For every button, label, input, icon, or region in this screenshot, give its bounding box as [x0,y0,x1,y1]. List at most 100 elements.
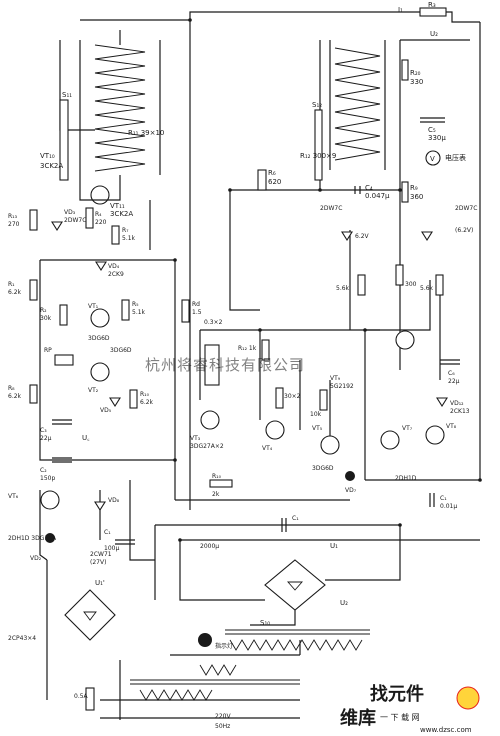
vt9-label: VT₉ [330,375,341,382]
r8-value: 6.2k [8,393,22,400]
r3-resistor [419,7,447,17]
c1a-value: 0.01μ [440,503,457,510]
vt1-type: 3DG6D [88,335,110,342]
rd-label: Rd [192,301,200,308]
brand-bottom: 维库 [340,707,376,729]
vt6-symbol [40,490,60,510]
c1-value: 100μ [104,545,119,552]
r8-label: R₈ [8,385,15,392]
r30-label: 30×2 [284,393,301,400]
c6-value: 22μ [448,378,460,385]
drive-transistors: VT₃ 3DG27A×2 30×2 VT₄ VT₅ 3DG6D VT₇ VT₈ … [190,330,457,472]
r2a-label: R₂ [40,307,47,314]
vt3-label: VT₃ [190,435,201,442]
c1-label: C₁ [104,529,111,536]
vt11-symbol [90,185,110,205]
wiring [39,11,481,720]
vt3-type: 3DG27A×2 [190,443,224,450]
c4-value: 0.047μ [365,192,390,200]
r2a-value: 30k [40,315,52,322]
u1-label: U₁ [330,542,338,550]
vt9-symbol [395,330,415,350]
r4-label: R₄ [95,211,102,218]
r20-label: R₂₀ [410,69,421,77]
s10-label: S₁₀ [260,619,270,627]
r7-resistor [111,225,120,245]
r300-label: 300 [405,281,417,288]
watermark-text: 杭州将睿科技有限公司 [145,356,305,374]
r7-value: 5.1k [122,235,136,242]
vd8-diode [94,501,106,512]
s11-label: S₁₁ [62,91,72,99]
vt6-type: 2DH1D 3DG12A [8,535,57,542]
vd10-vd11-zeners: 2DW7C 6.2V 2DW7C (6.2V) [320,205,477,242]
vd5-diode [109,397,121,408]
mains-label: 220V [215,713,231,720]
r560-resistor [357,274,366,296]
vt1-symbol [90,308,110,328]
r5-resistor [121,299,130,321]
r6-c4-r9-group: R₆ 620 C₄ 0.047μ R₉ 360 [257,169,423,203]
fuse-icon [85,687,95,711]
u2-label: U₂ [340,599,348,607]
vd7-type: 2DH1D [395,475,417,482]
r560b-label: 5.6k [420,285,434,292]
vd11-diode [421,231,433,242]
r7-label: R₇ [122,227,129,234]
r560b-resistor [435,274,444,296]
r1a-value: 6.2k [8,289,22,296]
c2-label: C₂ [40,467,47,474]
vd12-label: VD₁₂ [450,400,464,407]
c2000-group: C₁ 2000μ U₁ [200,515,338,550]
r10a-resistor [129,389,138,409]
r20-value: 330 [410,78,423,86]
r6-value: 620 [268,178,281,186]
parallel-resistors [204,344,220,386]
vd7-c1-r10-group: VD₇ 2DH1D C₁ 0.01μ R₁₀ 2k [209,471,457,510]
reference-group: R₁₃ 270 VD₃ 2DW7C R₄ 220 R₇ 5.1k VD₄ 2CK… [8,207,136,278]
r1a-label: R₁ [8,281,15,288]
r10-label: R₁₀ [212,473,222,480]
brand-top: 找元件 [370,683,424,705]
lamp-label: 指示灯 [215,642,233,650]
vt5-symbol [320,435,340,455]
vd3-label: VD₃ [64,209,76,216]
r8-resistor [29,384,38,404]
vt7-label: VT₇ [402,425,413,432]
c3-value: 22μ [40,435,52,442]
u2-top-label: U₂ [430,30,438,38]
r300-resistor [395,264,404,286]
r10k-label: 10k [310,411,322,418]
c6-label: C₆ [448,370,455,377]
c1a-label: C₁ [440,495,447,502]
vt9-value: 5G2192 [330,383,354,390]
c4-label: C₄ [365,184,373,192]
vd4-label: VD₄ [108,263,120,270]
vd12-diode [436,397,448,408]
vd7-symbol [345,471,355,481]
r13-value: 270 [8,221,20,228]
vt3-symbol [200,410,220,430]
junction-dots [173,18,482,542]
r11-label: R₁₁ 39×10 [128,129,164,137]
vt6-label: VT₆ [8,493,19,500]
r1a-resistor [29,279,38,301]
c5-value: 330μ [428,134,446,142]
r10a-value: 6.2k [140,399,154,406]
voltmeter-icon [425,150,441,166]
vt10-vt11-transistors: VT₁₀ 3CK2A VT₁₁ 3CK2A [40,152,133,218]
vt10-type: 3CK2A [40,162,63,170]
vt5-label: VT₅ [312,425,323,432]
vd2-symbol [45,533,55,543]
r10-resistor [209,479,233,488]
right-lower-group: 5.6k 5.6k 300 10k C₆ 22μ VD₁₂ 2CK13 [310,264,470,418]
vt11-type: 3CK2A [110,210,133,218]
voltmeter-symbol: V [430,155,435,163]
vd3-diode [51,221,63,232]
current-sense-group: Rd 1.5 0.3×2 R₁₂ 1k [181,299,270,386]
r9-value: 360 [410,193,423,201]
i1-label: I₁ [398,6,403,14]
vt7-symbol [380,430,400,450]
vd10-diode [341,231,353,242]
